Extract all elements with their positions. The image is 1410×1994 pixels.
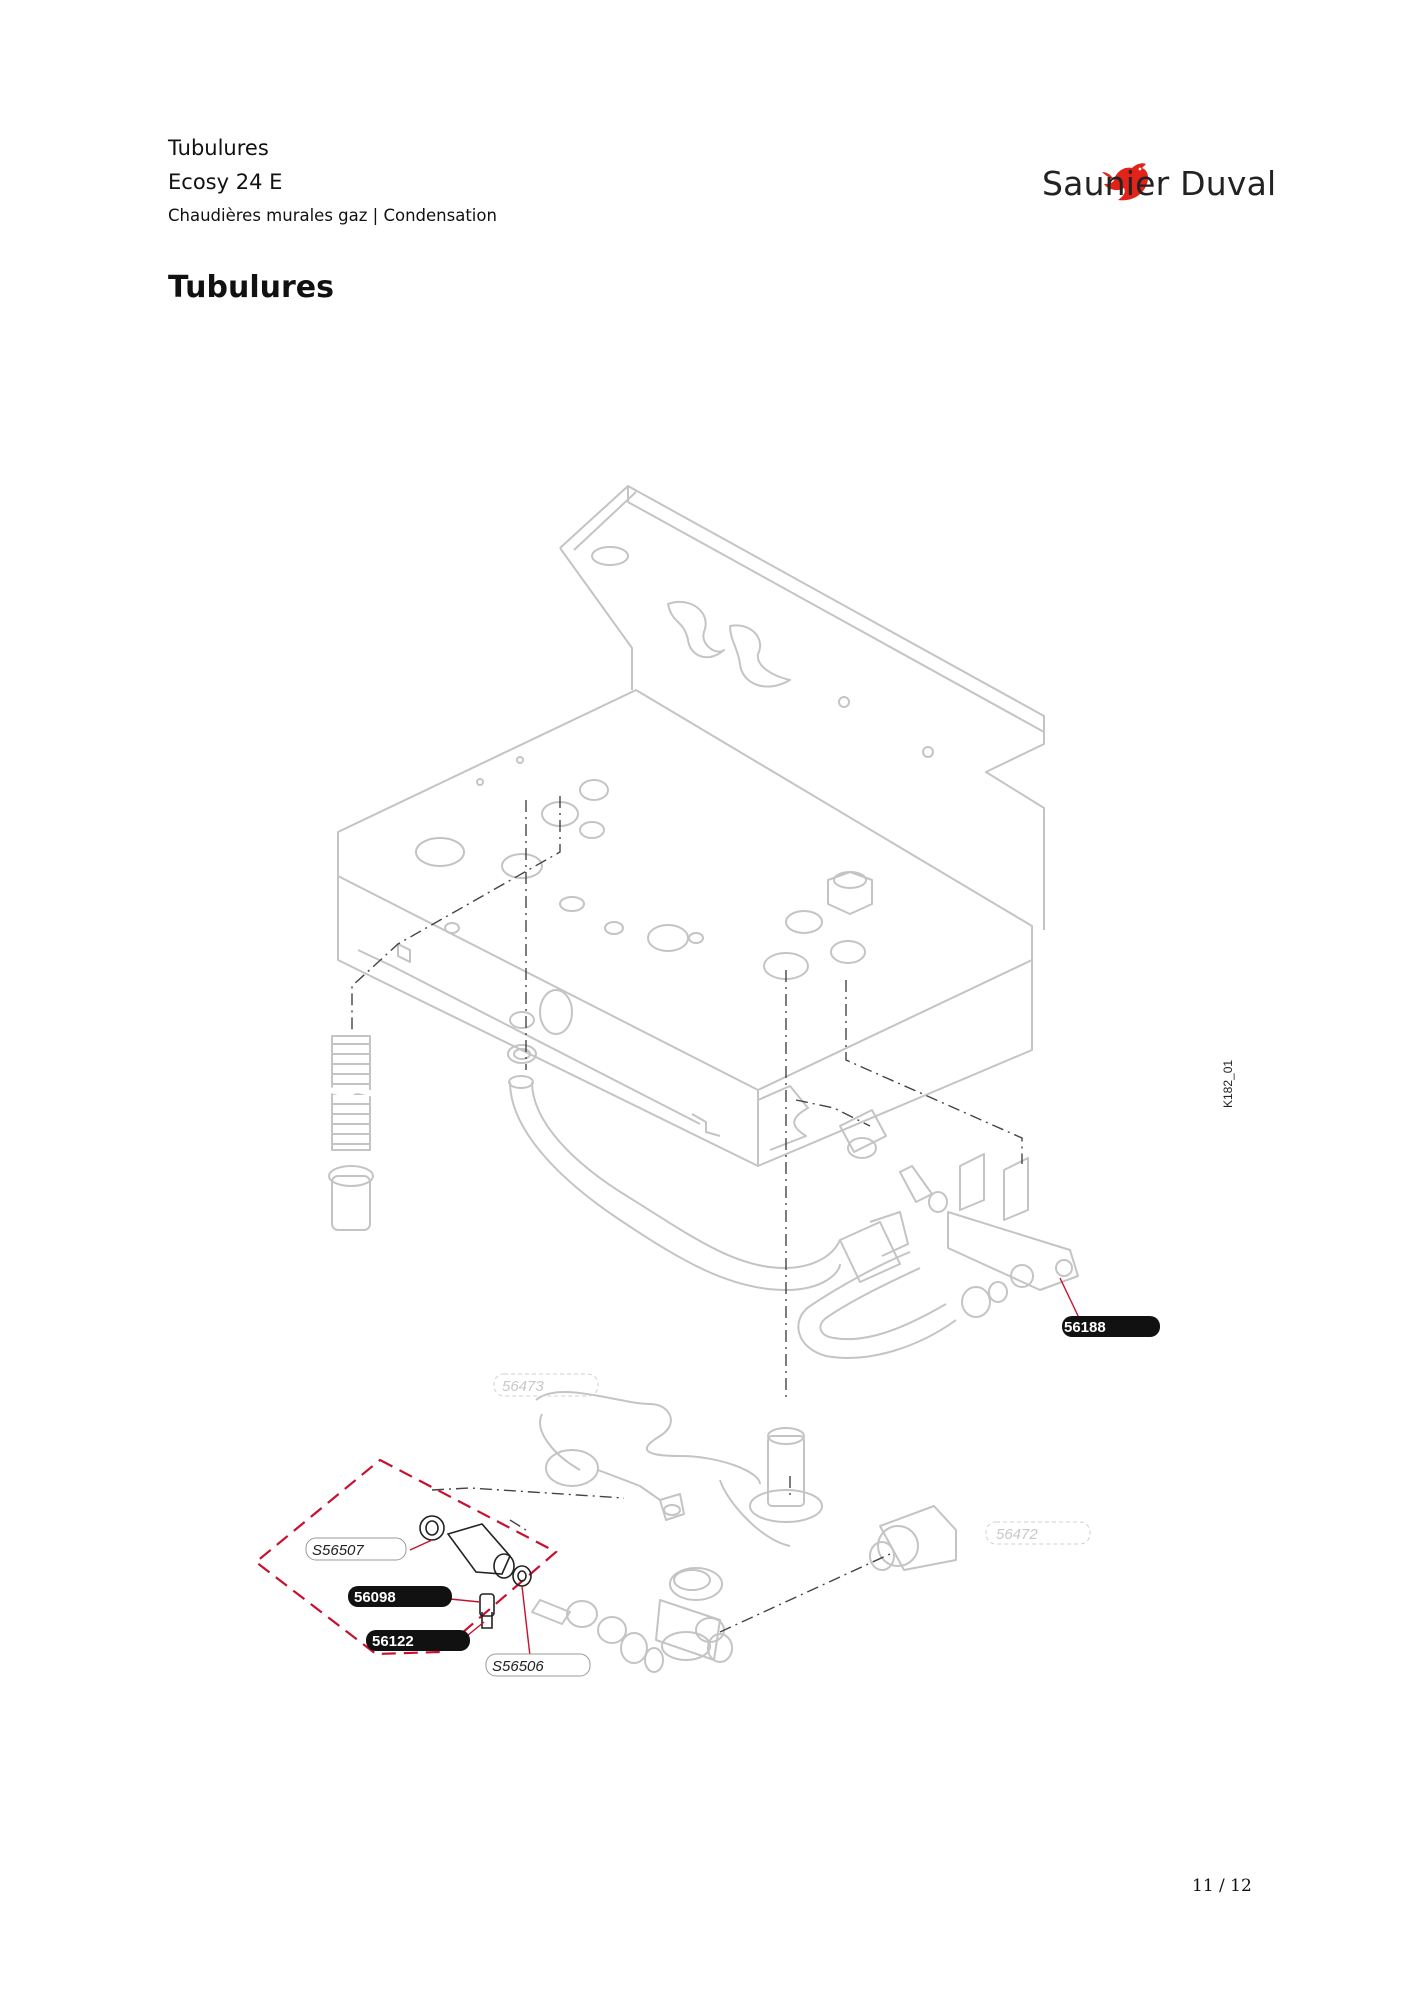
header-section: Tubulures xyxy=(168,136,269,160)
page-number: 11 / 12 xyxy=(1192,1876,1252,1896)
header-category: Chaudières murales gaz | Condensation xyxy=(168,206,497,225)
part-label-56122: 56122 xyxy=(372,1633,414,1650)
brand-name: Saunier Duval xyxy=(1042,164,1277,203)
saunier-duval-bird-icon xyxy=(1102,163,1149,201)
part-label-56188: 56188 xyxy=(1064,1319,1106,1336)
page-title: Tubulures xyxy=(168,270,334,305)
part-label-56473: 56473 xyxy=(502,1378,544,1395)
part-label-S56507: S56507 xyxy=(312,1542,364,1559)
header-model: Ecosy 24 E xyxy=(168,170,283,194)
part-label-56472: 56472 xyxy=(996,1526,1038,1543)
part-label-56098: 56098 xyxy=(354,1589,396,1606)
part-label-S56506: S56506 xyxy=(492,1658,544,1675)
diagram-reference: K182_01 xyxy=(1221,1060,1235,1108)
